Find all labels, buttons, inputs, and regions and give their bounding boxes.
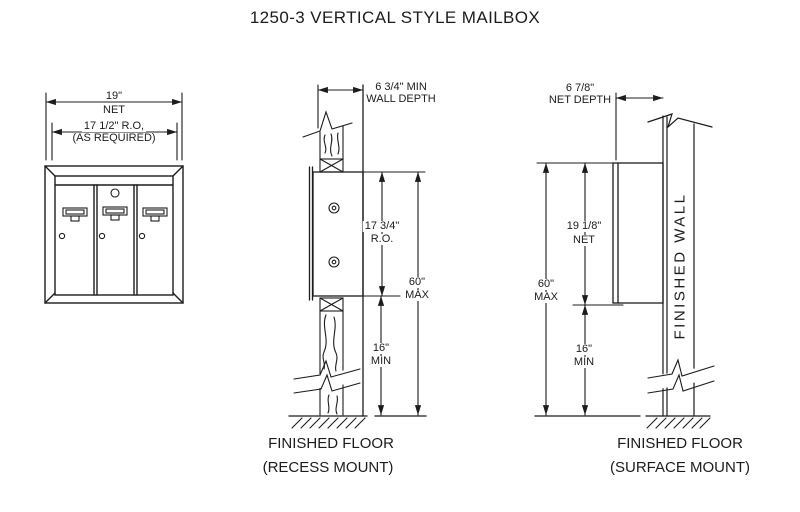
wood-grain (327, 394, 330, 414)
front-view-linework (44, 92, 184, 304)
surface-min-label-2: MIN (571, 356, 597, 368)
wood-grain (336, 132, 340, 155)
blocking-cross-upper (319, 158, 344, 173)
wall-break-cut (302, 110, 353, 138)
recess-max-label-2: MAX (403, 289, 431, 301)
wood-stud-section-lower (319, 310, 344, 416)
floor-hatch (646, 417, 711, 429)
front-width-ro-note: (AS REQUIRED) (70, 132, 158, 144)
recess-max-label-1: 60" (406, 276, 428, 288)
wood-grain (333, 316, 338, 372)
surface-max-label-2: MAX (532, 291, 560, 303)
recess-floor-caption: FINISHED FLOOR (268, 435, 394, 452)
surface-depth-dimension (615, 92, 664, 161)
floor-hatch (291, 417, 366, 429)
front-width-net-unit: NET (103, 104, 125, 116)
recess-mailbox-body (308, 166, 364, 301)
recess-wall-depth-label-1: 6 3/4" MIN (375, 81, 427, 93)
drawing-title: 1250-3 VERTICAL STYLE MAILBOX (249, 8, 541, 27)
wall-break-symbol (647, 358, 715, 394)
surface-mailbox-body (612, 162, 664, 304)
recess-min-label-1: 16" (370, 342, 392, 354)
front-mailbox-outline (44, 165, 184, 304)
recess-ro-label-1: 17 3/4" (362, 220, 402, 232)
mounting-screw-icon (328, 256, 340, 268)
surface-view-linework (534, 92, 715, 429)
mounting-screw-icon (328, 202, 340, 214)
finished-wall-label: FINISHED WALL (671, 192, 689, 340)
recess-wall-depth-dimension (317, 84, 364, 129)
wall-break-symbol (293, 359, 361, 394)
recess-min-label-2: MIN (368, 355, 394, 367)
door-lock-icon (98, 232, 106, 240)
recess-wall-depth-label-2: WALL DEPTH (366, 93, 436, 105)
door-handle-icon (62, 207, 88, 222)
door-handle-icon (102, 206, 128, 221)
blocking-cross-lower (319, 297, 344, 312)
front-width-ro-value: 17 1/2" R.O, (81, 120, 147, 132)
wood-grain (335, 395, 339, 415)
wall-break-cut (647, 113, 713, 129)
door-lock-icon (138, 232, 146, 240)
surface-depth-label-1: 6 7/8" (565, 82, 595, 94)
cylinder-lock-icon (110, 188, 120, 198)
recess-ro-label-2: R.O. (368, 233, 396, 245)
surface-net-label-1: 19 1/8" (564, 220, 604, 232)
recess-mount-caption: (RECESS MOUNT) (262, 459, 394, 476)
door-handle-icon (142, 207, 168, 222)
surface-min-label-1: 16" (573, 343, 595, 355)
surface-mount-caption: (SURFACE MOUNT) (610, 459, 750, 476)
surface-net-label-2: NET (571, 234, 597, 246)
surface-depth-label-2: NET DEPTH (548, 94, 612, 106)
wood-grain (323, 134, 327, 154)
wood-stud-section-upper (302, 110, 353, 160)
wood-grain (330, 133, 333, 157)
surface-floor-caption: FINISHED FLOOR (617, 435, 743, 452)
door-lock-icon (58, 232, 66, 240)
surface-max-label-1: 60" (535, 278, 557, 290)
front-width-net-value: 19" (105, 90, 123, 102)
recess-view-linework (288, 84, 427, 429)
front-width-dimensions (45, 92, 183, 161)
